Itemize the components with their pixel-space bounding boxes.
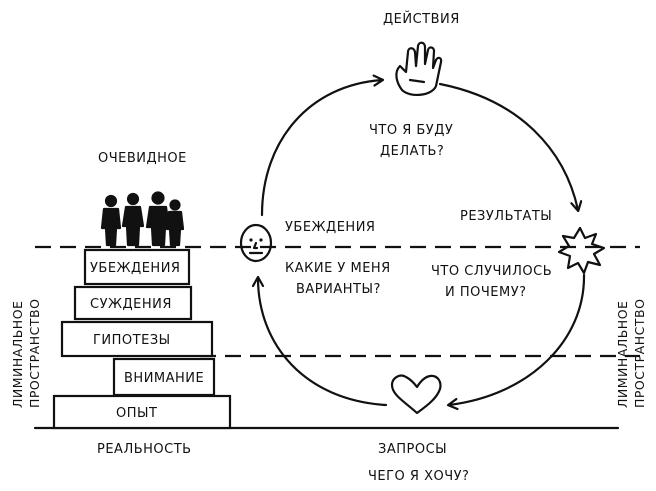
pyramid-level-hypotheses [60, 320, 214, 358]
actions-question-line1: ЧТО Я БУДУ [369, 123, 453, 138]
burst-icon [557, 226, 606, 275]
left-liminal-line1: ЛИМИНАЛЬНОЕ [10, 301, 25, 408]
people-icon [100, 191, 185, 247]
face-icon [239, 223, 273, 263]
level-label-judgments: СУЖДЕНИЯ [90, 297, 172, 312]
right-liminal-line1: ЛИМИНАЛЬНОЕ [615, 301, 630, 408]
actions-title: ДЕЙСТВИЯ [383, 11, 460, 27]
pyramid-level-attention [112, 357, 216, 397]
arrow-results-to-requests [449, 273, 586, 405]
arrow-actions-to-results [438, 82, 578, 210]
beliefs-question-line2: ВАРИАНТЫ? [296, 282, 381, 297]
obvious-label: ОЧЕВИДНОЕ [98, 151, 187, 166]
results-question-line2: И ПОЧЕМУ? [445, 285, 527, 300]
right-liminal-line2: ПРОСТРАНСТВО [632, 299, 647, 408]
level-label-beliefs: УБЕЖДЕНИЯ [90, 261, 180, 276]
results-title: РЕЗУЛЬТАТЫ [460, 209, 552, 224]
pyramid-level-experience [52, 394, 232, 430]
requests-question: ЧЕГО Я ХОЧУ? [368, 469, 469, 484]
level-label-hypotheses: ГИПОТЕЗЫ [93, 333, 171, 348]
actions-question-line2: ДЕЛАТЬ? [380, 144, 444, 159]
level-label-attention: ВНИМАНИЕ [124, 371, 204, 386]
left-liminal-line2: ПРОСТРАНСТВО [27, 299, 42, 408]
results-question-line1: ЧТО СЛУЧИЛОСЬ [431, 264, 552, 279]
arrow-requests-to-beliefs [258, 278, 388, 407]
pyramid-level-judgments [73, 285, 193, 321]
arrow-beliefs-to-actions [260, 80, 382, 217]
beliefs-title: УБЕЖДЕНИЯ [285, 220, 375, 235]
heart-icon [390, 374, 442, 415]
beliefs-question-line1: КАКИЕ У МЕНЯ [285, 261, 391, 276]
hand-icon [395, 41, 443, 96]
requests-title: ЗАПРОСЫ [378, 442, 447, 457]
reality-label: РЕАЛЬНОСТЬ [97, 442, 192, 457]
pyramid-level-beliefs [83, 248, 191, 286]
level-label-experience: ОПЫТ [116, 406, 157, 421]
